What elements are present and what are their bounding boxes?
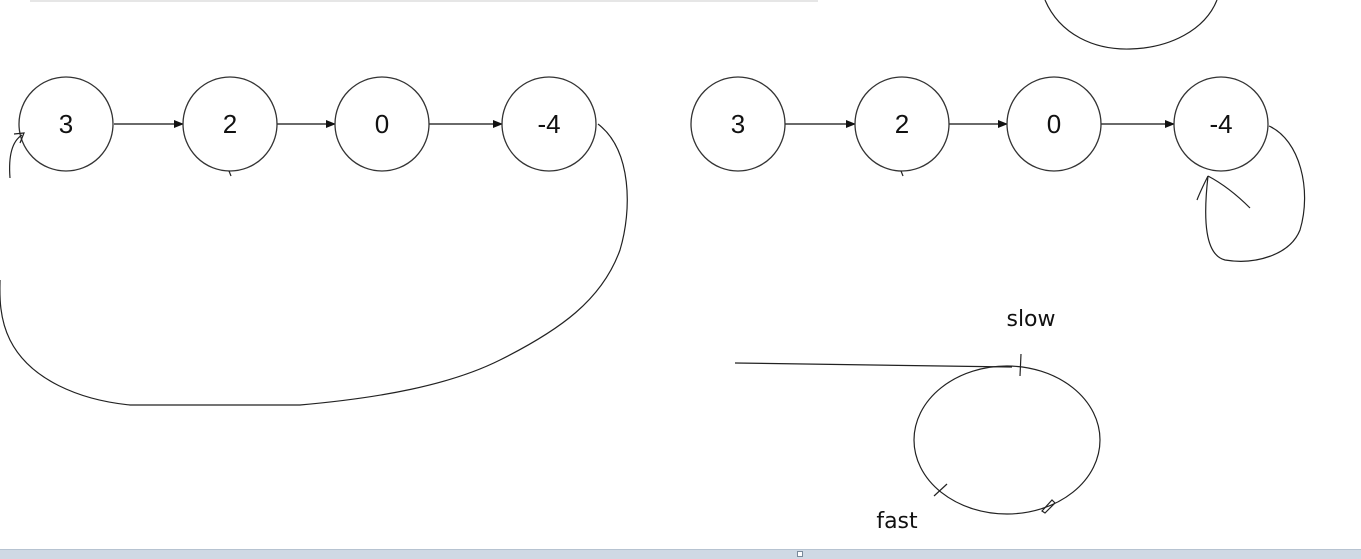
list2-node-3: 0 [1006, 76, 1102, 172]
slow-marker [1019, 353, 1022, 377]
list1-node-4: -4 [501, 76, 597, 172]
list2-self-loop-curve [1205, 125, 1306, 262]
pen-cursor-icon [1041, 499, 1056, 514]
resize-handle[interactable] [797, 551, 803, 557]
list2-node-4-value: -4 [1209, 109, 1232, 139]
list2-node-1: 3 [690, 76, 786, 172]
canvas-top-border [30, 0, 818, 2]
status-bar [0, 549, 1361, 559]
list2-self-loop-head [1196, 175, 1251, 209]
list2-node-4: -4 [1173, 76, 1269, 172]
list1-node-2: 2 [182, 76, 278, 172]
list1-tick-mark [228, 170, 232, 177]
list1-cycle-head [9, 132, 25, 179]
slow-fast-sketch: slow fast [734, 307, 1101, 534]
slow-label: slow [1006, 307, 1055, 332]
list2-node-1-value: 3 [731, 109, 745, 139]
list2-tick-mark [900, 170, 904, 177]
list2-node-2: 2 [854, 76, 950, 172]
fast-label: fast [876, 509, 918, 534]
list1-cycle-curve [0, 123, 628, 406]
list1-node-3-value: 0 [375, 109, 389, 139]
sketch-tail-line [734, 362, 1013, 368]
partial-circle-top [1044, 0, 1218, 50]
list1-node-1-value: 3 [59, 109, 73, 139]
fast-marker [933, 483, 948, 497]
list2-node-3-value: 0 [1047, 109, 1061, 139]
list1-node-1: 3 [18, 76, 114, 172]
list1-node-3: 0 [334, 76, 430, 172]
sketch-loop [913, 365, 1101, 515]
linked-list-diagram-1: 3 2 0 -4 [0, 76, 628, 406]
list1-node-4-value: -4 [537, 109, 560, 139]
list2-node-2-value: 2 [895, 109, 909, 139]
linked-list-diagram-2: 3 2 0 -4 [690, 76, 1306, 262]
list1-node-2-value: 2 [223, 109, 237, 139]
